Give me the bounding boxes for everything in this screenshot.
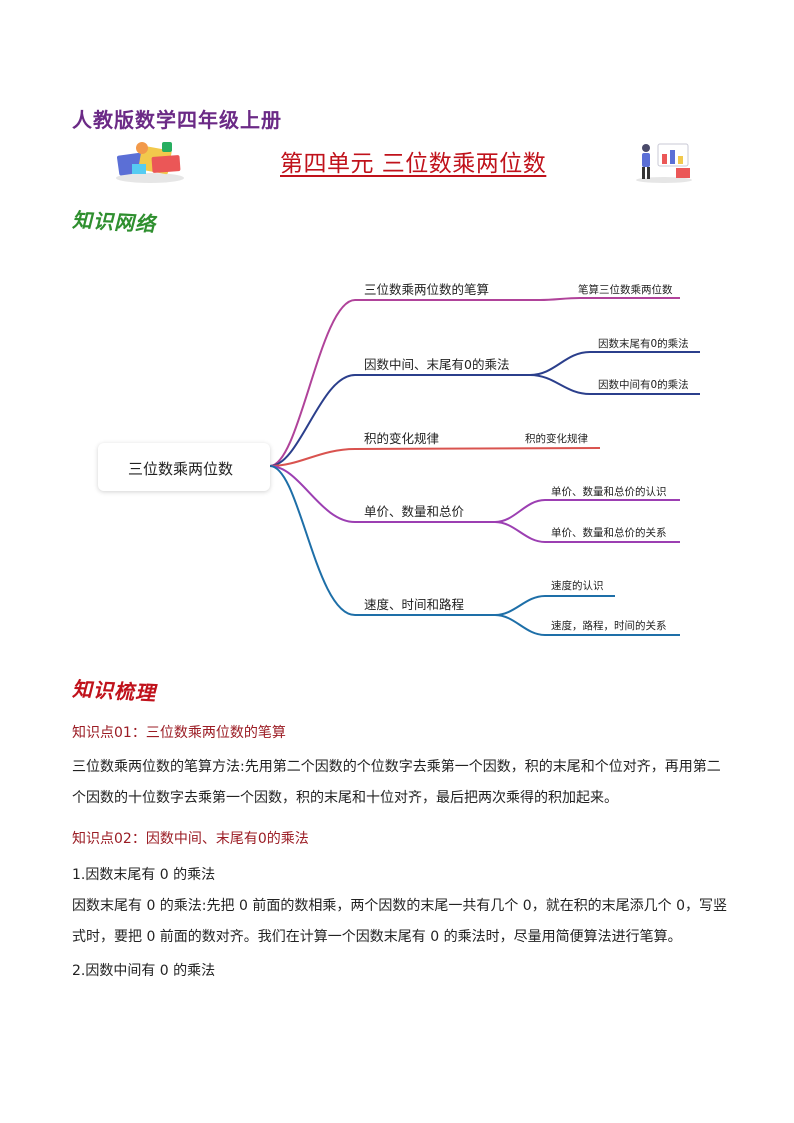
leaf-label: 速度的认识 xyxy=(551,580,604,592)
books-illustration-icon xyxy=(116,142,184,183)
mindmap-root-node xyxy=(98,443,270,491)
leaf-label: 因数中间有0的乘法 xyxy=(598,379,689,391)
section-review-heading: 知识梳理 xyxy=(72,676,156,706)
presenter-illustration-icon xyxy=(636,143,692,183)
subpoint-1-text: 因数末尾有 0 的乘法:先把 0 前面的数相乘，两个因数的末尾一共有几个 0，就… xyxy=(72,898,728,945)
knowledge-point-1-title: 知识点01：三位数乘两位数的笔算 xyxy=(72,725,286,741)
leaf-label: 因数末尾有0的乘法 xyxy=(598,338,689,350)
knowledge-point-1-text: 三位数乘两位数的笔算方法:先用第二个因数的个位数字去乘第一个因数，积的末尾和个位… xyxy=(72,759,721,806)
branch-label-zero-multiplication: 因数中间、末尾有0的乘法 xyxy=(364,357,510,372)
leaf-label: 单价、数量和总价的关系 xyxy=(551,527,667,539)
branch-label-product-rule: 积的变化规律 xyxy=(364,431,440,446)
leaf-label: 笔算三位数乘两位数 xyxy=(578,284,673,296)
leaf-label: 单价、数量和总价的认识 xyxy=(551,486,667,498)
leaf-label: 速度，路程，时间的关系 xyxy=(551,620,667,632)
subpoint-1-title: 1.因数末尾有 0 的乘法 xyxy=(72,867,216,883)
branch-label-unit-price: 单价、数量和总价 xyxy=(364,504,465,519)
knowledge-point-2-title: 知识点02：因数中间、末尾有0的乘法 xyxy=(72,831,309,847)
subpoint-2-title: 2.因数中间有 0 的乘法 xyxy=(72,963,216,979)
branch-label-speed: 速度、时间和路程 xyxy=(364,597,465,612)
leaf-label: 积的变化规律 xyxy=(525,433,588,445)
unit-title: 第四单元 三位数乘两位数 xyxy=(280,151,547,177)
branch-label-written-calc: 三位数乘两位数的笔算 xyxy=(364,282,490,297)
series-title: 人教版数学四年级上册 xyxy=(72,108,282,132)
mindmap-root-label: 三位数乘两位数 xyxy=(128,460,234,478)
